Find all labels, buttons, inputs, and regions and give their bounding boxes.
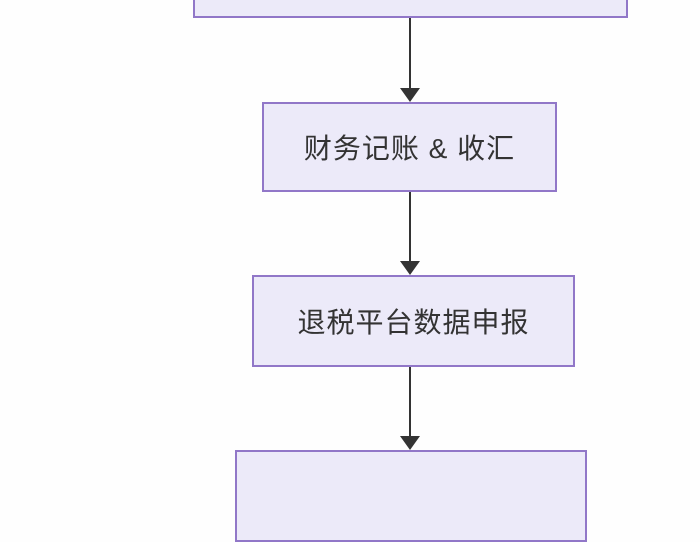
flowchart-canvas: 财务记账 & 收汇 退税平台数据申报 [193,0,628,542]
edge-line-2 [409,192,411,262]
flow-node-bottom-partial [235,450,587,542]
flow-node-label: 退税平台数据申报 [297,307,530,338]
edge-line-3 [409,367,411,437]
arrowhead-down-icon [400,436,420,450]
flow-node-label: 财务记账 & 收汇 [303,133,516,164]
edge-line-1 [409,18,411,89]
flow-node-finance: 财务记账 & 收汇 [262,102,557,192]
arrowhead-down-icon [400,88,420,102]
flow-node-top-partial [193,0,628,18]
flow-node-tax-declaration: 退税平台数据申报 [252,275,575,367]
arrowhead-down-icon [400,261,420,275]
